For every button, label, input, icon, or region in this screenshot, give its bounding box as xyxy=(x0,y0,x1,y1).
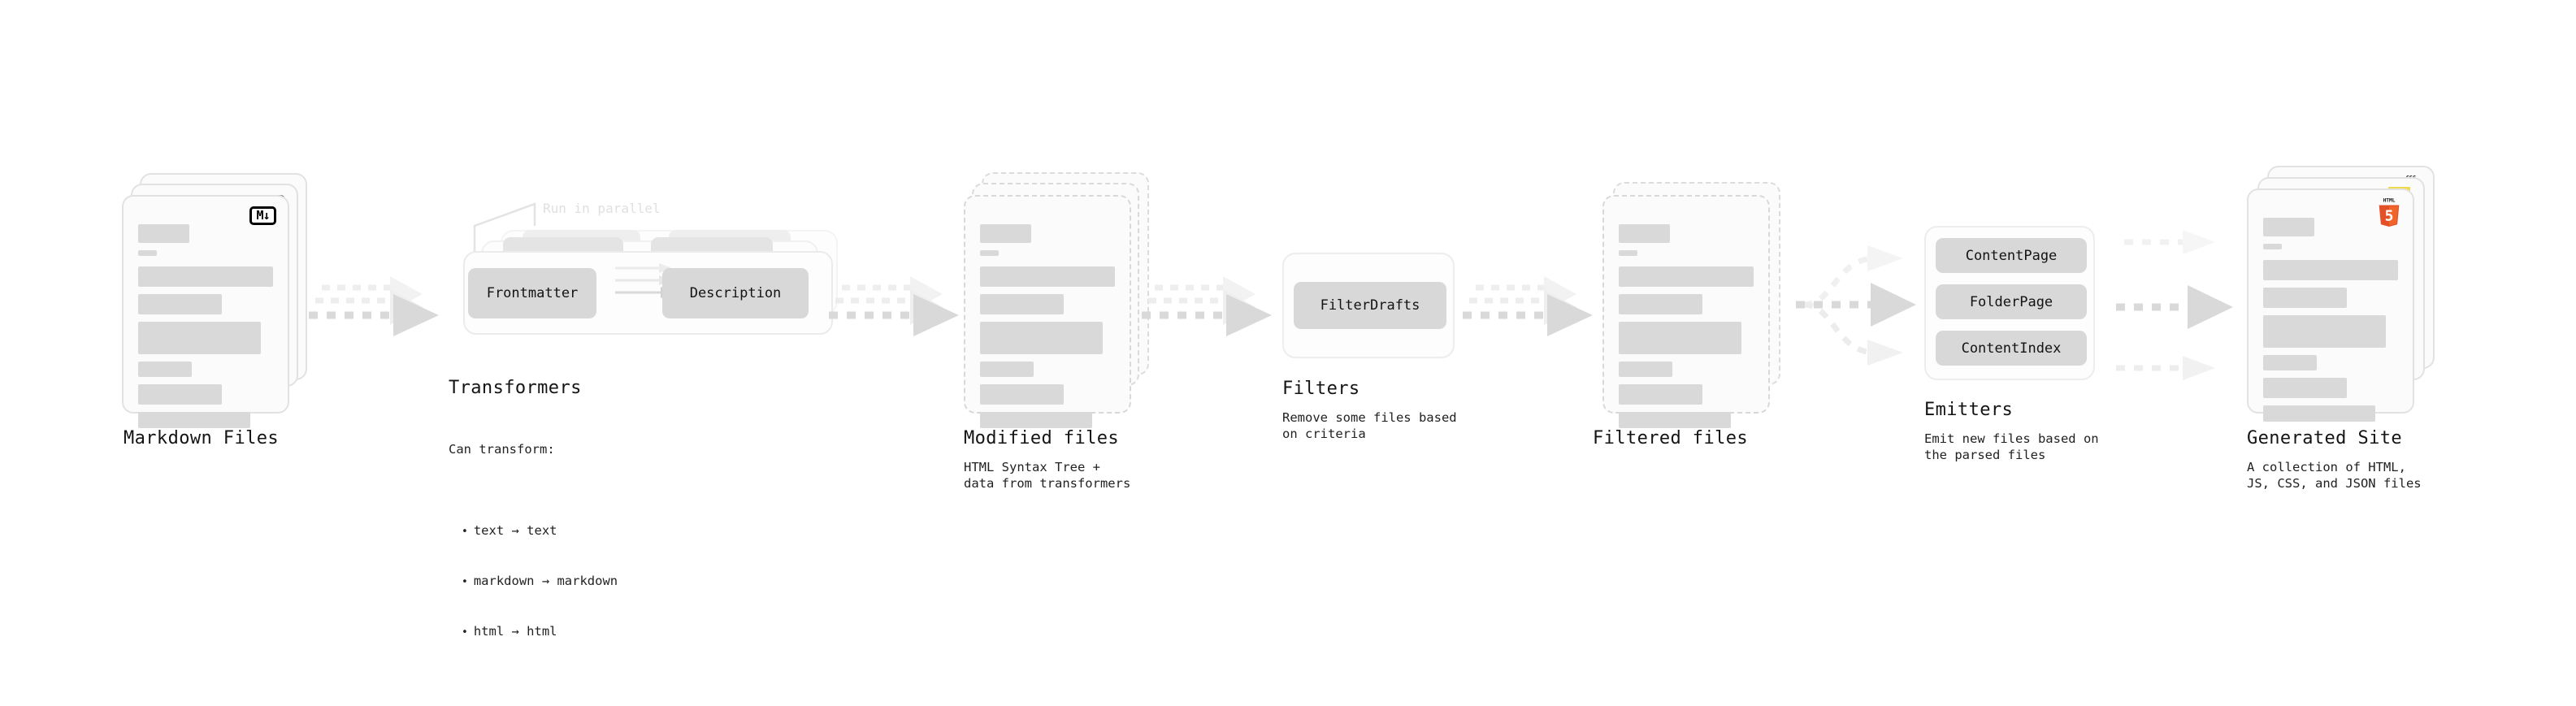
skeleton-title xyxy=(2263,218,2314,236)
skeleton-line xyxy=(980,266,1115,287)
list-item: text → text xyxy=(462,522,618,540)
skeleton-line xyxy=(1619,266,1754,287)
skeleton-title xyxy=(980,224,1031,243)
run-in-parallel-bracket xyxy=(473,202,536,257)
skeleton-line xyxy=(2263,315,2387,348)
stage-title-modified-files: Modified files xyxy=(964,428,1120,448)
skeleton-line xyxy=(138,412,250,428)
emitter-pill-label: ContentPage xyxy=(1965,247,2058,264)
filtered-file-card-front xyxy=(1602,195,1770,428)
emitter-pill-contentpage[interactable]: ContentPage xyxy=(1936,238,2087,273)
emitters-group: ContentPage FolderPage ContentIndex xyxy=(1924,226,2095,380)
stage-title-filters: Filters xyxy=(1282,379,1360,399)
transformers-desc-intro: Can transform: xyxy=(449,442,555,457)
list-item: html → html xyxy=(462,623,618,641)
skeleton-subtitle xyxy=(1619,250,1637,256)
filter-pill-label: FilterDrafts xyxy=(1320,297,1420,314)
skeleton-subtitle xyxy=(138,250,157,256)
transformer-pill-label: Frontmatter xyxy=(486,285,579,301)
markdown-icon-glyph: M↓ xyxy=(256,208,270,223)
skeleton-line xyxy=(980,294,1064,314)
stage-description-modified-files: HTML Syntax Tree + data from transformer… xyxy=(964,460,1131,491)
stage-title-emitters: Emitters xyxy=(1924,400,2014,420)
skeleton-content xyxy=(2249,190,2413,436)
connector-arrow-4 xyxy=(1463,276,1593,336)
stage-description-generated-site: A collection of HTML, JS, CSS, and JSON … xyxy=(2247,460,2422,491)
connector-arrow-3 xyxy=(1142,276,1272,336)
skeleton-line xyxy=(2263,405,2375,422)
skeleton-content xyxy=(124,197,288,443)
connector-arrow-1 xyxy=(309,276,439,336)
transformer-group-front: Frontmatter Description xyxy=(463,251,833,335)
stage-description-transformers: Can transform: text → text markdown → ma… xyxy=(449,409,618,706)
connector-fanout-emitters xyxy=(1796,245,1916,366)
stage-title-markdown-files: Markdown Files xyxy=(124,428,280,448)
skeleton-line xyxy=(980,362,1034,377)
skeleton-line xyxy=(2263,355,2318,370)
skeleton-line xyxy=(1619,412,1731,428)
markdown-file-card-front: M↓ xyxy=(122,195,289,428)
transformers-bullet-list: text → text markdown → markdown html → h… xyxy=(449,490,618,674)
skeleton-subtitle xyxy=(2263,244,2282,249)
skeleton-title xyxy=(138,224,189,243)
html5-icon: HTML 5 xyxy=(2375,197,2403,227)
skeleton-line xyxy=(138,294,222,314)
skeleton-line xyxy=(2263,378,2347,398)
list-item: markdown → markdown xyxy=(462,573,618,591)
svg-text:5: 5 xyxy=(2385,207,2394,224)
skeleton-line xyxy=(1619,384,1702,405)
emitter-pill-label: ContentIndex xyxy=(1961,340,2062,357)
skeleton-line xyxy=(2263,288,2347,308)
skeleton-line xyxy=(1619,362,1673,377)
skeleton-subtitle xyxy=(980,250,999,256)
skeleton-line xyxy=(2263,260,2398,280)
skeleton-line xyxy=(138,322,262,354)
skeleton-content xyxy=(1604,197,1768,443)
skeleton-line xyxy=(1619,294,1702,314)
skeleton-line xyxy=(138,384,222,405)
emitter-pill-contentindex[interactable]: ContentIndex xyxy=(1936,331,2087,366)
stage-description-emitters: Emit new files based on the parsed files xyxy=(1924,431,2099,462)
skeleton-line xyxy=(1619,322,1742,354)
pipeline-diagram: M↓ M↓ M↓ Markdown Files xyxy=(0,0,2576,681)
run-in-parallel-label: Run in parallel xyxy=(543,201,661,216)
skeleton-title xyxy=(1619,224,1670,243)
connector-arrow-2 xyxy=(829,276,959,336)
emitter-pill-label: FolderPage xyxy=(1969,293,2053,310)
markdown-icon: M↓ xyxy=(249,206,276,225)
skeleton-line xyxy=(980,322,1104,354)
svg-text:HTML: HTML xyxy=(2383,198,2396,204)
connector-arrows-generated-site xyxy=(2116,230,2233,380)
skeleton-line xyxy=(980,384,1064,405)
modified-file-card-front xyxy=(964,195,1131,428)
filter-pill-filterdrafts[interactable]: FilterDrafts xyxy=(1294,282,1446,329)
stage-description-filters: Remove some files based on criteria xyxy=(1282,410,1457,441)
skeleton-content xyxy=(965,197,1130,443)
generated-site-card-front: HTML 5 xyxy=(2247,188,2414,422)
transformer-pill-frontmatter[interactable]: Frontmatter xyxy=(468,268,596,318)
stage-title-transformers: Transformers xyxy=(449,378,582,398)
stage-title-generated-site: Generated Site xyxy=(2247,428,2403,448)
filters-group: FilterDrafts xyxy=(1282,253,1455,358)
skeleton-line xyxy=(138,362,193,377)
stage-title-filtered-files: Filtered files xyxy=(1593,428,1749,448)
transformer-pill-label: Description xyxy=(689,285,782,301)
skeleton-line xyxy=(138,266,273,287)
emitter-pill-folderpage[interactable]: FolderPage xyxy=(1936,284,2087,319)
skeleton-line xyxy=(980,412,1092,428)
transformer-pill-description[interactable]: Description xyxy=(662,268,809,318)
